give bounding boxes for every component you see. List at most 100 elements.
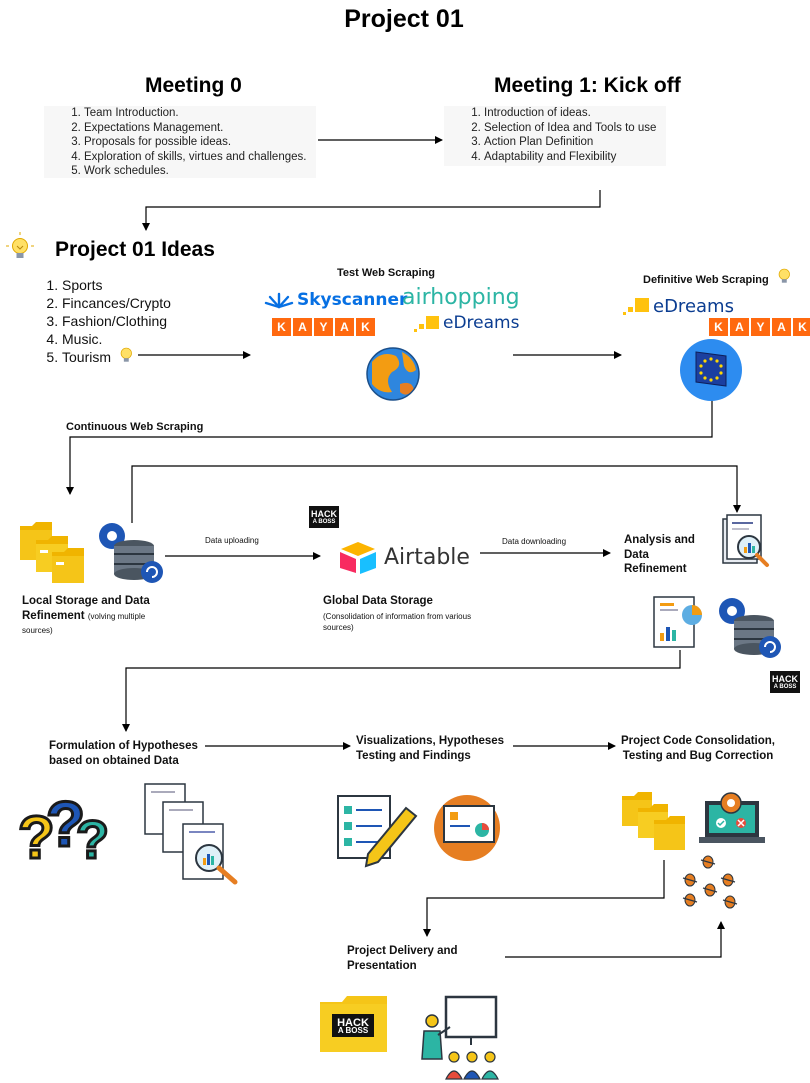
kayak-letter: A bbox=[293, 318, 312, 336]
kayak-letter: A bbox=[772, 318, 791, 336]
global-storage-label: Global Data Storage (Consolidation of in… bbox=[323, 594, 493, 633]
hab-line: HACK bbox=[311, 509, 337, 519]
database-gear-icon bbox=[99, 523, 163, 583]
list-item: Team Introduction. bbox=[84, 106, 316, 121]
report-chart-icon bbox=[653, 596, 702, 648]
svg-text:?: ? bbox=[76, 810, 109, 870]
document-search-icon bbox=[144, 783, 238, 885]
checklist-pencil-icon bbox=[337, 795, 418, 868]
hab-line: A BOSS bbox=[312, 519, 336, 525]
svg-text:?: ? bbox=[18, 804, 55, 871]
list-item: Adaptability and Flexibility bbox=[484, 150, 666, 165]
eu-flag-icon bbox=[680, 339, 742, 401]
lightbulb-icon bbox=[6, 232, 34, 258]
list-item: Tourism bbox=[62, 348, 214, 366]
laptop-gear-icon bbox=[699, 792, 765, 843]
local-storage-note: (volving multiple sources) bbox=[22, 611, 146, 636]
list-item: Proposals for possible ideas. bbox=[84, 135, 316, 150]
airtable-logo: Airtable bbox=[338, 540, 470, 574]
svg-text:?: ? bbox=[46, 788, 85, 860]
list-item: Work schedules. bbox=[84, 164, 316, 179]
presenter-audience-icon bbox=[421, 995, 499, 1080]
edreams-dots-icon bbox=[414, 316, 439, 332]
edreams-logo: eDreams bbox=[412, 313, 519, 333]
list-item: Expectations Management. bbox=[84, 121, 316, 136]
kayak-letter: Y bbox=[314, 318, 333, 336]
hypotheses-label: Formulation of Hypotheses based on obtai… bbox=[49, 740, 198, 767]
delivery-label: Project Delivery and Presentation bbox=[347, 945, 458, 972]
list-item: Sports bbox=[62, 276, 214, 294]
arrow-delivery-to-bugs bbox=[505, 921, 725, 958]
local-storage-label: Local Storage and Data Refinement (volvi… bbox=[22, 594, 167, 638]
meeting1-list: Introduction of ideas. Selection of Idea… bbox=[444, 106, 666, 166]
global-storage-note: (Consolidation of information from vario… bbox=[323, 611, 472, 632]
presentation-board-icon bbox=[434, 795, 500, 861]
meeting0-title: Meeting 0 bbox=[145, 74, 242, 97]
edreams-text: eDreams bbox=[653, 295, 734, 317]
database-gear-icon bbox=[719, 598, 781, 658]
local-storage-title: Local Storage and Data Refinement bbox=[22, 595, 150, 622]
hack-a-boss-logo: HACK A BOSS bbox=[332, 1014, 374, 1037]
connectors bbox=[66, 136, 741, 958]
test-scraping-label: Test Web Scraping bbox=[337, 267, 436, 279]
ideas-title: Project 01 Ideas bbox=[55, 238, 215, 261]
arrow-analysis-to-hypotheses bbox=[122, 650, 681, 732]
global-storage-title: Global Data Storage bbox=[323, 595, 433, 607]
kayak-letter: K bbox=[793, 318, 810, 336]
consolidation-label: Project Code Consolidation, Testing and … bbox=[621, 735, 775, 762]
kayak-letter: K bbox=[709, 318, 728, 336]
analysis-label: Analysis and Data Refinement bbox=[624, 534, 695, 575]
folder-icon bbox=[20, 522, 84, 583]
list-item: Fincances/Crypto bbox=[62, 294, 214, 312]
hab-line: HACK bbox=[337, 1017, 369, 1029]
arrow-consolidation-to-delivery bbox=[423, 860, 665, 937]
lightbulb-icon bbox=[778, 268, 790, 283]
ideas-list: Sports Fincances/Crypto Fashion/Clothing… bbox=[44, 276, 214, 366]
skyscanner-logo: Skyscanner bbox=[264, 290, 407, 310]
skyscanner-text: Skyscanner bbox=[297, 290, 408, 310]
lightbulb-icon bbox=[120, 347, 132, 362]
kayak-letter: K bbox=[272, 318, 291, 336]
hab-line: A BOSS bbox=[337, 1026, 369, 1035]
arrow-meeting1-to-ideas bbox=[142, 190, 601, 231]
list-item: Exploration of skills, virtues and chall… bbox=[84, 150, 316, 165]
definitive-scraping-label: Definitive Web Scraping bbox=[643, 274, 769, 286]
list-item: Action Plan Definition bbox=[484, 135, 666, 150]
page-title: Project 01 bbox=[344, 5, 464, 33]
kayak-logo: K A Y A K bbox=[272, 318, 375, 336]
skyscanner-sunrise-icon bbox=[264, 292, 294, 309]
question-marks-icon: ? ? ? bbox=[17, 787, 111, 873]
hab-line: HACK bbox=[772, 674, 798, 684]
arrow-local-to-analysis bbox=[131, 465, 741, 523]
folder-icon: HACK A BOSS bbox=[320, 996, 387, 1052]
meeting1-title: Meeting 1: Kick off bbox=[494, 74, 681, 97]
data-downloading-label: Data downloading bbox=[502, 537, 567, 546]
folder-icon bbox=[622, 792, 685, 850]
document-search-icon bbox=[722, 514, 769, 567]
globe-icon bbox=[366, 347, 420, 401]
visualizations-label: Visualizations, Hypotheses Testing and F… bbox=[356, 735, 505, 762]
airhopping-logo: airhopping bbox=[402, 285, 520, 310]
hab-line: A BOSS bbox=[773, 684, 797, 690]
kayak-letter: A bbox=[730, 318, 749, 336]
bugs-icon bbox=[682, 855, 738, 909]
list-item: Fashion/Clothing bbox=[62, 312, 214, 330]
list-item: Selection of Idea and Tools to use bbox=[484, 121, 666, 136]
continuous-scraping-label: Continuous Web Scraping bbox=[66, 421, 204, 433]
kayak-letter: Y bbox=[751, 318, 770, 336]
edreams-text: eDreams bbox=[443, 313, 520, 333]
kayak-logo-definitive: K A Y A K bbox=[709, 318, 810, 336]
list-item: Introduction of ideas. bbox=[484, 106, 666, 121]
edreams-dots-icon bbox=[623, 298, 649, 315]
arrow-definitive-to-local bbox=[66, 400, 713, 495]
list-item: Music. bbox=[62, 330, 214, 348]
hack-a-boss-logo: HACK A BOSS bbox=[770, 671, 800, 693]
edreams-logo-definitive: eDreams bbox=[620, 295, 734, 317]
kayak-letter: A bbox=[335, 318, 354, 336]
airtable-text: Airtable bbox=[384, 544, 470, 570]
kayak-letter: K bbox=[356, 318, 375, 336]
hack-a-boss-logo: HACK A BOSS bbox=[309, 506, 339, 528]
data-uploading-label: Data uploading bbox=[205, 536, 259, 545]
airtable-icon bbox=[340, 542, 376, 574]
